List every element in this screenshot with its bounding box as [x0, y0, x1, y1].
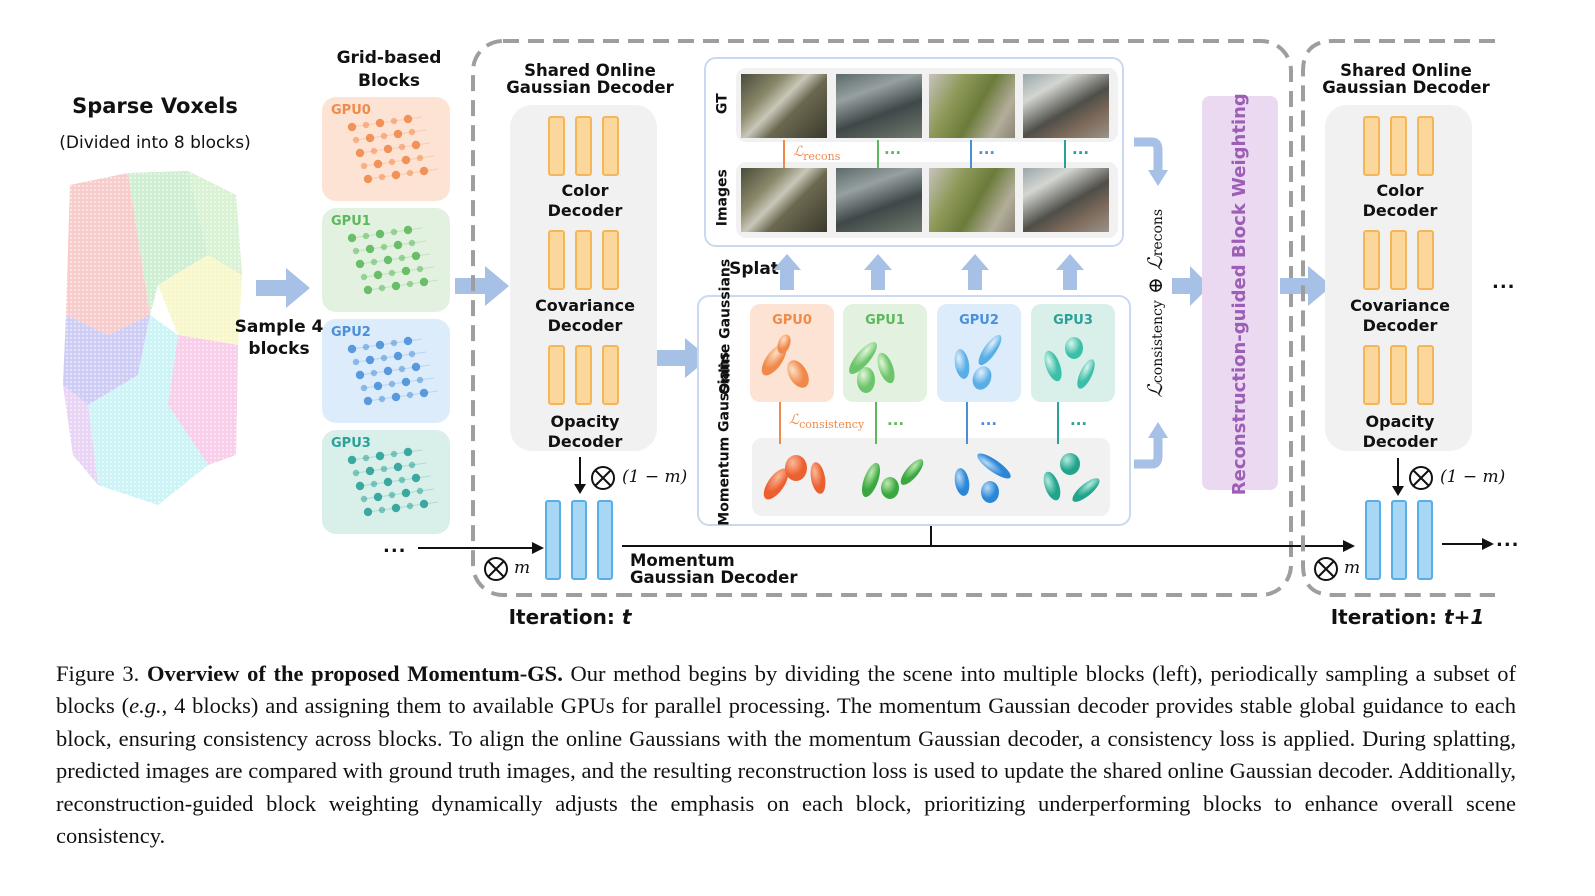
- next-covariance-decoder-label: Covariance Decoder: [1350, 296, 1450, 335]
- grid-block-label: GPU0: [331, 103, 371, 118]
- voxel-grid-icon: [347, 225, 439, 295]
- arrow-to-gaussians: [657, 338, 709, 378]
- otimes-icon: [1314, 557, 1338, 581]
- pred-image-1: [741, 168, 827, 232]
- momentum-decoder-bar: [571, 500, 587, 580]
- consistency-loss-label: ℒconsistency: [789, 412, 865, 431]
- momentum-gaussian-ellipses: [763, 453, 1100, 503]
- combined-loss-label: ℒconsistency ⊕ ℒrecons: [1142, 208, 1167, 398]
- arrow-to-blocks: [256, 268, 310, 308]
- otimes-icon: [1409, 466, 1433, 490]
- momentum-decoder-bar: [545, 500, 561, 580]
- online-gaussians-gpu1: GPU1: [843, 304, 927, 402]
- splat-label: Splat: [729, 259, 779, 279]
- consistency-connectors: [779, 402, 1059, 444]
- iteration-t1-frame: [1301, 39, 1495, 597]
- m-label: m: [514, 558, 531, 578]
- voxel-grid-icon: [347, 336, 439, 406]
- arrow-to-next-decoder: [1280, 266, 1332, 306]
- next-m-label: m: [1344, 558, 1361, 578]
- next-momentum-decoder-bar: [1391, 500, 1407, 580]
- sparse-voxels-title: Sparse Voxels: [72, 94, 238, 118]
- arrow-to-weighting: [1172, 266, 1210, 306]
- grid-block-gpu3: GPU3: [322, 430, 450, 534]
- block-weighting-label: Reconstruction-guided Block Weighting: [1228, 93, 1250, 496]
- grid-block-gpu2: GPU2: [322, 319, 450, 423]
- loss-routing-arrows: [1134, 137, 1168, 469]
- recons-dots-gpu2: ...: [978, 140, 996, 158]
- recons-connectors: [783, 140, 1066, 168]
- sparse-voxel-cloud: [63, 171, 242, 505]
- momentum-update-arrows: [418, 457, 1355, 554]
- grid-block-gpu1: GPU1: [322, 208, 450, 312]
- recons-loss-label: ℒrecons: [793, 144, 841, 163]
- pred-image-2: [836, 168, 922, 232]
- next-momentum-ellipsis: ...: [1496, 530, 1520, 551]
- grid-block-gpu0: GPU0: [322, 97, 450, 201]
- iteration-t1-label: Iteration: t+1: [1330, 605, 1485, 629]
- gt-image-1: [741, 74, 827, 138]
- gt-image-4: [1023, 74, 1109, 138]
- one-minus-m-label: (1 − m): [622, 467, 688, 487]
- covariance-decoder-label: Covariance Decoder: [535, 296, 635, 335]
- otimes-icon: [591, 466, 615, 490]
- next-opacity-decoder-label: Opacity Decoder: [1362, 412, 1438, 451]
- color-decoder-label: Color Decoder: [547, 181, 623, 220]
- momentum-decoder-label: Momentum Gaussian Decoder: [630, 551, 798, 587]
- grid-blocks-title: Grid-based Blocks: [336, 48, 442, 91]
- iteration-t-frame: [471, 39, 1293, 597]
- gt-image-3: [929, 74, 1015, 138]
- online-gaussians-gpu0: GPU0: [750, 304, 834, 402]
- images-row-label: Images: [714, 169, 731, 227]
- next-decoder-title: Shared Online Gaussian Decoder: [1322, 61, 1490, 98]
- sparse-voxels-subtitle: (Divided into 8 blocks): [59, 133, 251, 153]
- block-weighting-panel: [1202, 96, 1278, 490]
- pred-image-3: [929, 168, 1015, 232]
- recons-dots-gpu3: ...: [1072, 140, 1090, 158]
- voxel-grid-icon: [347, 447, 439, 517]
- next-one-minus-m-label: (1 − m): [1440, 467, 1506, 487]
- more-blocks-ellipsis: ...: [383, 536, 407, 557]
- figure-caption: Figure 3. Overview of the proposed Momen…: [56, 661, 1517, 849]
- next-color-decoder-label: Color Decoder: [1362, 181, 1438, 220]
- grid-block-label: GPU1: [331, 214, 371, 229]
- momentum-gaussians-label: Momentum Gaussians: [716, 351, 733, 526]
- online-gaussian-ellipses: [761, 334, 1095, 393]
- consistency-dots-gpu1: ...: [887, 411, 905, 429]
- arrow-to-decoder: [455, 266, 509, 306]
- sample-blocks-label: Sample 4 blocks: [234, 317, 324, 360]
- iteration-t-label: Iteration: t: [508, 605, 632, 629]
- next-momentum-decoder-bar: [1417, 500, 1433, 580]
- voxel-grid-icon: [347, 114, 439, 184]
- otimes-icon: [484, 557, 508, 581]
- next-momentum-decoder-bar: [1365, 500, 1381, 580]
- grid-block-label: GPU2: [331, 325, 371, 340]
- recons-dots-gpu1: ...: [884, 140, 902, 158]
- right-ellipsis: ...: [1492, 272, 1516, 293]
- consistency-dots-gpu2: ...: [980, 411, 998, 429]
- opacity-decoder-label: Opacity Decoder: [547, 412, 623, 451]
- gt-row-label: GT: [714, 93, 731, 115]
- grid-block-label: GPU3: [331, 436, 371, 451]
- momentum-decoder-bar: [597, 500, 613, 580]
- shared-decoder-title: Shared Online Gaussian Decoder: [506, 61, 674, 98]
- consistency-dots-gpu3: ...: [1070, 411, 1088, 429]
- splat-arrows: [773, 254, 1084, 290]
- pred-image-4: [1023, 168, 1109, 232]
- gt-image-2: [836, 74, 922, 138]
- next-momentum-arrows: [1392, 458, 1494, 550]
